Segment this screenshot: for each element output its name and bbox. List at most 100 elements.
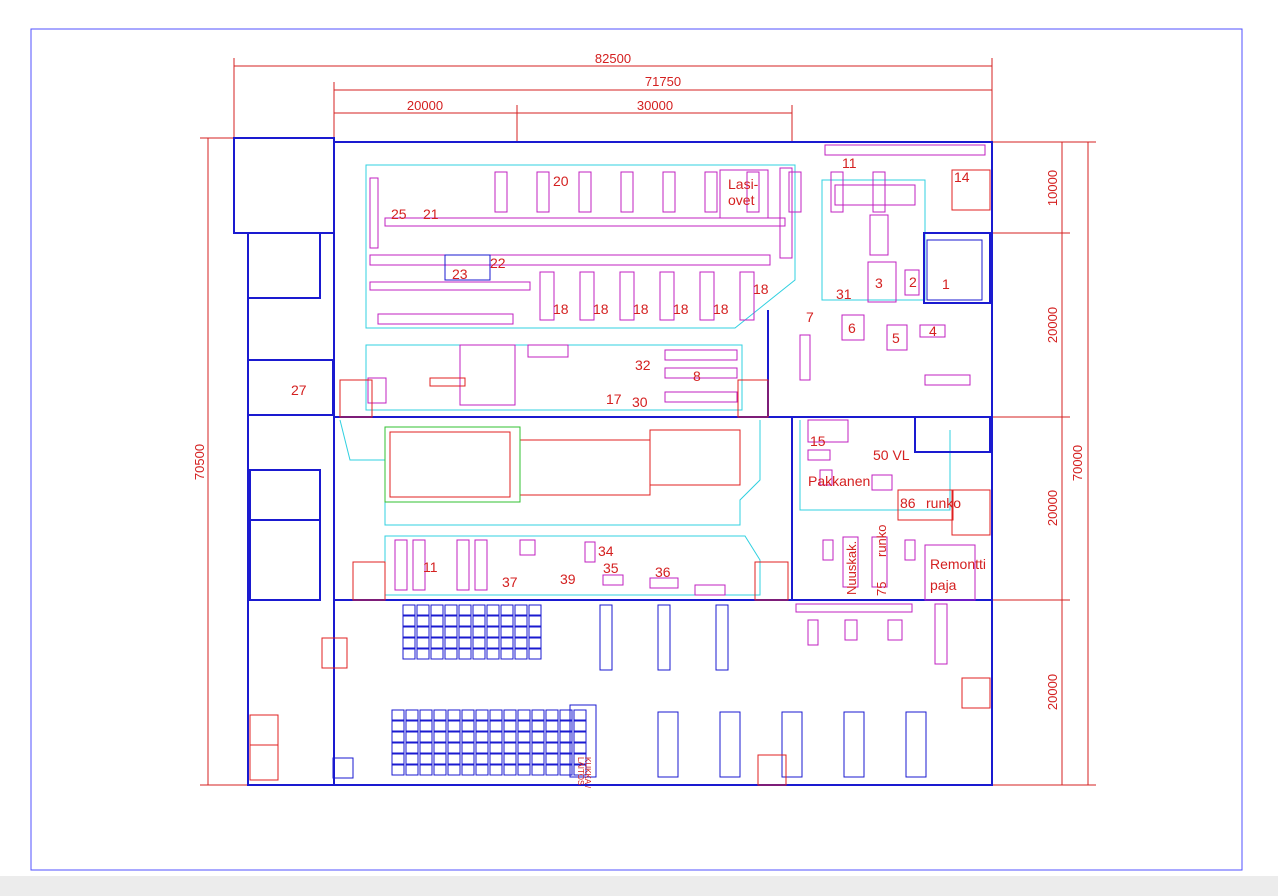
rack xyxy=(419,731,433,743)
rack xyxy=(447,720,461,732)
rack xyxy=(402,615,416,627)
rack xyxy=(391,720,405,732)
door-frame xyxy=(757,754,787,786)
rack xyxy=(531,720,545,732)
equipment-block xyxy=(904,539,916,561)
dim-row-1: 10000 xyxy=(1045,170,1060,206)
equipment-block xyxy=(664,349,738,361)
rack xyxy=(402,626,416,638)
equipment-block xyxy=(369,281,531,291)
dim-row-4: 20000 xyxy=(1045,674,1060,710)
rack xyxy=(444,648,458,660)
area-label: 30 xyxy=(632,394,648,410)
area-label: 86 xyxy=(900,495,916,511)
rack xyxy=(545,753,559,765)
area-label: paja xyxy=(930,577,957,593)
equipment-block xyxy=(746,171,760,213)
equipment-block xyxy=(807,419,849,443)
rack xyxy=(559,753,573,765)
rack xyxy=(545,764,559,776)
area-label: 25 xyxy=(391,206,407,222)
rack xyxy=(433,731,447,743)
rack xyxy=(528,615,542,627)
rack xyxy=(573,720,587,732)
equipment-block xyxy=(649,577,679,589)
door-frame xyxy=(961,677,991,709)
rack xyxy=(430,637,444,649)
rack xyxy=(528,648,542,660)
equipment-block xyxy=(830,171,844,213)
rack xyxy=(545,720,559,732)
dimension-lines xyxy=(200,58,1096,786)
area-label: 14 xyxy=(954,169,970,185)
dim-row-2: 20000 xyxy=(1045,307,1060,343)
equipment-block xyxy=(871,474,893,491)
area-label: 31 xyxy=(836,286,852,302)
rack xyxy=(489,764,503,776)
rack xyxy=(531,753,545,765)
production-line xyxy=(649,429,741,486)
equipment-block xyxy=(842,536,859,588)
equipment-block xyxy=(369,254,771,266)
rack xyxy=(416,637,430,649)
door-frame xyxy=(339,379,373,418)
rack xyxy=(433,720,447,732)
rack xyxy=(500,615,514,627)
rack xyxy=(430,626,444,638)
rack xyxy=(486,637,500,649)
equipment-block xyxy=(619,271,635,321)
door-frame xyxy=(897,489,954,521)
rack xyxy=(461,753,475,765)
production-line xyxy=(384,426,521,503)
production-line xyxy=(389,431,511,498)
rack xyxy=(528,604,542,616)
equipment-block xyxy=(456,539,470,591)
door-frame xyxy=(737,379,769,418)
equipment-block xyxy=(527,344,569,358)
equipment-block xyxy=(664,367,738,379)
equipment-block xyxy=(536,171,550,213)
rack xyxy=(475,709,489,721)
area-label: 20 xyxy=(553,173,569,189)
rack xyxy=(517,720,531,732)
rack xyxy=(514,615,528,627)
rack xyxy=(461,709,475,721)
rack xyxy=(458,626,472,638)
equipment-block xyxy=(871,536,888,588)
rack xyxy=(405,753,419,765)
rack xyxy=(517,753,531,765)
equipment-block xyxy=(384,217,786,227)
rack xyxy=(430,615,444,627)
rack xyxy=(447,731,461,743)
area-label: 6 xyxy=(848,320,856,336)
area-label: 21 xyxy=(423,206,439,222)
rack xyxy=(719,711,741,778)
door-frame xyxy=(951,489,991,536)
rack xyxy=(458,604,472,616)
equipment-block xyxy=(869,214,889,256)
zones xyxy=(339,164,951,596)
sheet-frame xyxy=(30,28,1243,871)
area-label: runko xyxy=(926,495,961,511)
rack xyxy=(486,604,500,616)
door-frame xyxy=(321,637,348,669)
area-label: runko xyxy=(874,524,889,557)
equipment-block xyxy=(822,539,834,561)
rack xyxy=(489,720,503,732)
rack xyxy=(472,648,486,660)
rack xyxy=(444,604,458,616)
rack xyxy=(528,626,542,638)
rack xyxy=(391,764,405,776)
rack xyxy=(444,615,458,627)
dim-height-right: 70000 xyxy=(1070,445,1085,481)
rack xyxy=(419,720,433,732)
rack xyxy=(419,709,433,721)
equipment-block xyxy=(474,539,488,591)
rack xyxy=(391,709,405,721)
rack xyxy=(391,731,405,743)
area-label: 18 xyxy=(713,301,729,317)
equipment-block xyxy=(664,391,738,403)
rack xyxy=(503,731,517,743)
